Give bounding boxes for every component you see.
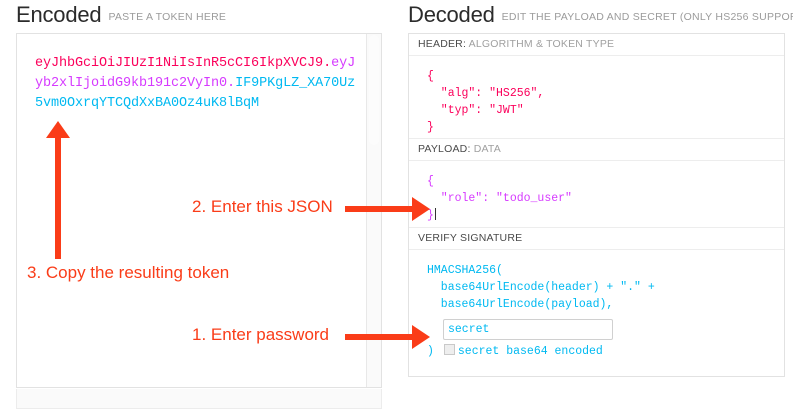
verify-section-label: VERIFY SIGNATURE [409,228,784,250]
token-signature-segment: IF9PKgLZ_XA70Uz5vm0OxrqYTCQdXxBA0Oz4uK8l… [35,76,356,111]
secret-base64-label: secret base64 encoded [457,345,603,358]
hmac-line-3: base64UrlEncode(payload), [427,298,614,311]
verify-label-key: VERIFY SIGNATURE [418,232,523,244]
token-payload-segment: eyJyb2xlIjoidG9kb191c2VyIn0 [35,56,356,91]
hmac-line-2: base64UrlEncode(header) + "." + [427,281,655,294]
scrollbar-thumb[interactable] [369,35,379,145]
header-section: HEADER: ALGORITHM & TOKEN TYPE { "alg": … [409,34,784,138]
header-json-code: { "alg": "HS256", "typ": "JWT" } [427,70,545,134]
secret-base64-checkbox[interactable] [443,344,455,355]
header-section-label: HEADER: ALGORITHM & TOKEN TYPE [409,34,784,56]
header-label-value: ALGORITHM & TOKEN TYPE [468,38,615,50]
annotation-step-3-label: 3. Copy the resulting token [27,263,230,282]
payload-json-editor[interactable]: { "role": "todo_user" } [409,161,784,234]
secret-input[interactable] [443,319,613,340]
encoded-title: Encoded [16,2,102,27]
header-label-key: HEADER: [418,38,467,50]
hmac-formula: HMACSHA256( base64UrlEncode(header) + ".… [409,250,784,317]
encoded-subtitle: PASTE A TOKEN HERE [108,11,227,23]
annotation-step-1-arrow-icon [345,325,430,349]
payload-label-value: DATA [473,143,501,155]
decoded-column-heading: Decoded EDIT THE PAYLOAD AND SECRET (ONLY… [408,2,793,28]
base64-encoded-row: ) secret base64 encoded [409,340,784,360]
payload-label-key: PAYLOAD: [418,143,471,155]
encoded-column-heading: Encoded PASTE A TOKEN HERE [16,2,226,28]
token-header-segment: eyJhbGciOiJIUzI1NiIsInR5cCI6IkpXVCJ9 [35,56,324,71]
payload-section-label: PAYLOAD: DATA [409,139,784,161]
secret-input-row [409,317,784,340]
payload-json-code: { "role": "todo_user" } [427,175,572,222]
decoded-title: Decoded [408,2,495,27]
token-separator-1: . [323,56,332,71]
decoded-panel: HEADER: ALGORITHM & TOKEN TYPE { "alg": … [408,33,785,377]
annotation-step-3-arrow-up-icon [46,121,70,259]
text-cursor [434,208,436,220]
annotation-step-2-label: 2. Enter this JSON [192,197,333,216]
verify-signature-section: VERIFY SIGNATURE HMACSHA256( base64UrlEn… [409,227,784,360]
token-separator-2: . [227,76,236,91]
decoded-subtitle: EDIT THE PAYLOAD AND SECRET (ONLY HS256 … [501,11,793,23]
encoded-token-textarea[interactable]: eyJhbGciOiJIUzI1NiIsInR5cCI6IkpXVCJ9.eyJ… [17,34,367,124]
annotation-step-1-label: 1. Enter password [192,325,330,344]
hmac-closing-paren: ) [427,345,434,358]
encoded-panel-footer [16,389,382,409]
payload-section: PAYLOAD: DATA { "role": "todo_user" } [409,138,784,227]
annotation-step-2-arrow-icon [345,197,430,221]
hmac-line-1: HMACSHA256( [427,264,503,277]
